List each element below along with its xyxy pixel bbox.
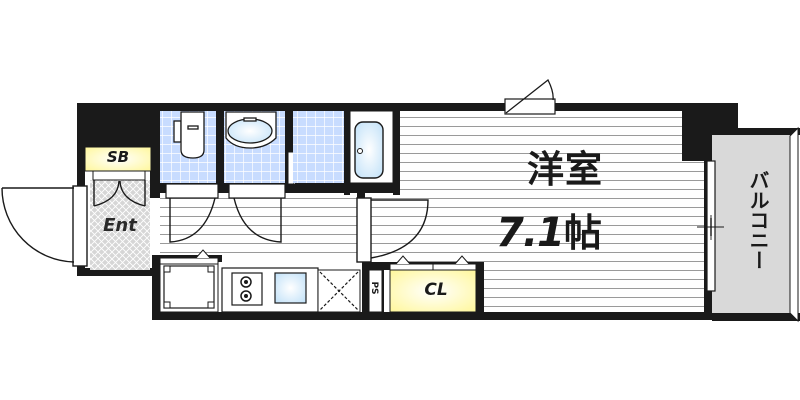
sink-icon [274,272,307,304]
stove-icon [231,272,263,306]
western-room-size: 7.1帖 [496,210,636,256]
room-size-value: 7.1 [496,210,565,256]
room-size-unit: 帖 [563,211,602,255]
closet[interactable] [389,269,477,313]
toilet-icon [173,111,205,159]
closet-label: CL [424,280,448,300]
entrance-floor [90,180,150,270]
shoe-box-label: SB [106,148,130,166]
balcony [712,135,798,321]
laundry-area [293,111,344,183]
pipe-space-label: PS [369,281,379,295]
front-door-swing-icon [1,187,75,263]
bathtub-icon [354,121,384,179]
window-swing-icon [505,78,554,114]
room-door[interactable] [356,197,372,263]
toilet-door-swing-icon [169,197,216,243]
washroom-door-swing-icon [233,197,282,243]
window-top [504,98,556,115]
western-room-label: 洋室 [527,148,603,191]
pipe-space [368,269,383,313]
entrance-label: Ent [103,215,137,236]
washbasin-icon [225,111,277,149]
front-door[interactable] [72,185,88,267]
balcony-label: バルコニー [746,170,770,270]
shoe-box-door-icon [93,180,146,207]
room-door-swing-icon [370,199,429,259]
